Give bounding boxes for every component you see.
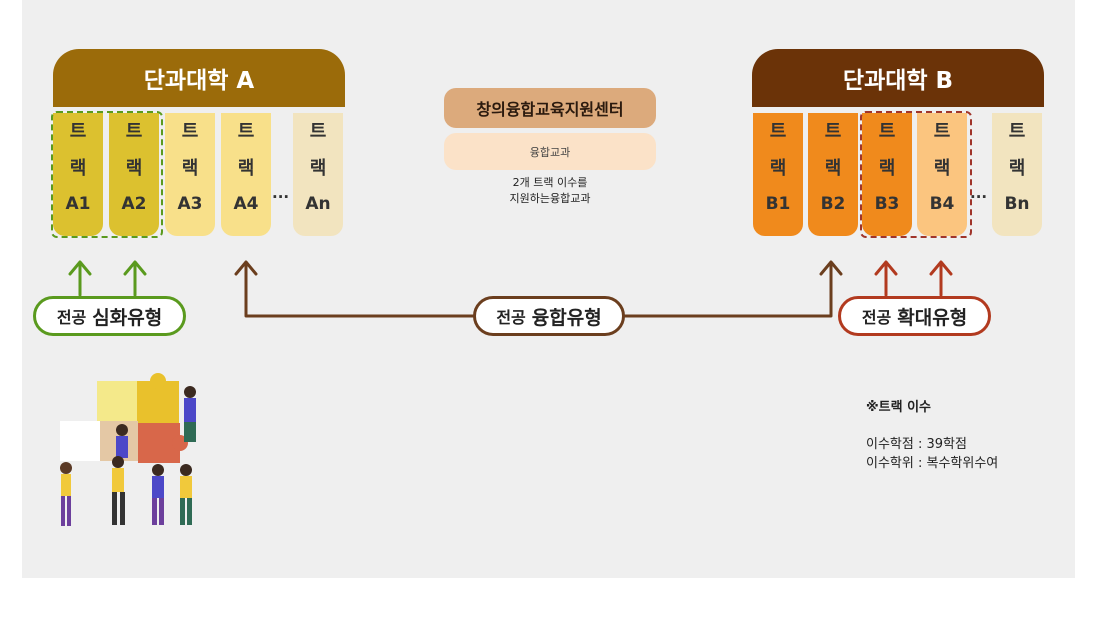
track-bn: 트 랙 Bn: [992, 113, 1042, 236]
arrow-up-a2-icon: [123, 260, 147, 297]
college-a-header: 단과대학 A: [53, 49, 345, 107]
note-degree: 이수학위 : 복수학위수여: [866, 456, 999, 471]
note-credits: 이수학점 : 39학점: [866, 437, 967, 452]
center-subject: 융합교과: [444, 133, 656, 170]
fusion-connector: [244, 262, 833, 318]
center-title: 창의융합교육지원센터: [444, 88, 656, 128]
track-b-ellipsis: ···: [970, 188, 988, 206]
arrow-up-a1-icon: [68, 260, 92, 297]
college-b-header: 단과대학 B: [752, 49, 1044, 107]
track-a1: 트 랙 A1: [53, 113, 103, 236]
college-a-title: 단과대학 A: [143, 68, 255, 94]
track-b1: 트 랙 B1: [753, 113, 803, 236]
track-an: 트 랙 An: [293, 113, 343, 236]
track-a3: 트 랙 A3: [165, 113, 215, 236]
center-description: 2개 트랙 이수를 지원하는융합교과: [509, 176, 591, 205]
track-b2: 트 랙 B2: [808, 113, 858, 236]
arrow-up-b3-icon: [874, 260, 898, 297]
note-title: ※트랙 이수: [866, 400, 932, 415]
expand-track-group: [860, 111, 972, 238]
track-b4: 트 랙 B4: [917, 113, 967, 236]
college-b-title: 단과대학 B: [842, 68, 954, 94]
deep-track-group: [51, 111, 163, 238]
arrow-up-b1-icon: [819, 260, 843, 276]
arrow-up-a4-icon: [234, 260, 258, 276]
track-a-ellipsis: ···: [272, 188, 290, 206]
track-a2: 트 랙 A2: [109, 113, 159, 236]
track-b3: 트 랙 B3: [862, 113, 912, 236]
arrow-up-b4-icon: [929, 260, 953, 297]
track-a4: 트 랙 A4: [221, 113, 271, 236]
